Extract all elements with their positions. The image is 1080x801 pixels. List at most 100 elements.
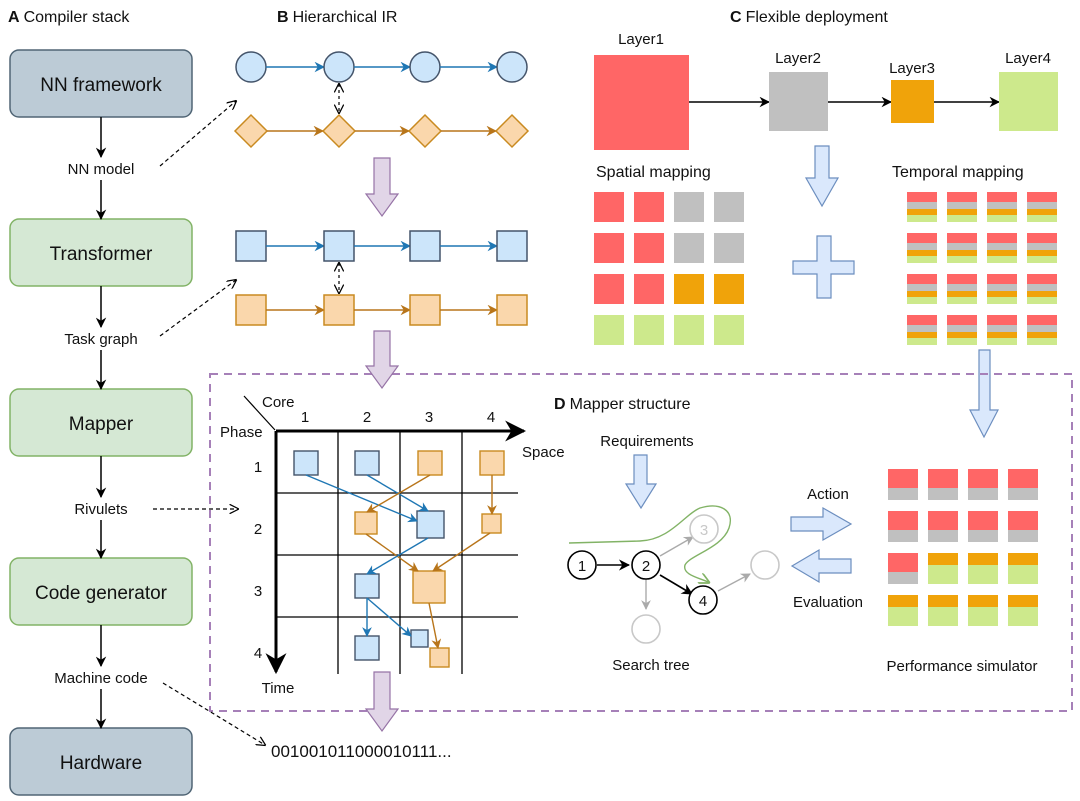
evaluation-arrow-icon (790, 548, 852, 584)
temporal-core-cell (947, 233, 977, 263)
plus-icon (792, 235, 855, 299)
layer2-slice (1027, 243, 1057, 250)
layer3-slice (947, 332, 977, 338)
down-arrow-icon (364, 671, 400, 733)
simulator-core-cell (1008, 553, 1038, 584)
layer2-slice (907, 284, 937, 291)
layer3-slice (888, 595, 918, 607)
nn-framework-box: NN framework (9, 49, 193, 118)
layer1-slice (928, 511, 958, 530)
spatial-core-cell (714, 274, 744, 304)
spatial-core-cell (674, 274, 704, 304)
layer4-slice (947, 215, 977, 222)
layer4-slice (1008, 607, 1038, 626)
core-number-4: 4 (487, 409, 495, 426)
layer2-slice (928, 488, 958, 500)
layer4-slice (1027, 297, 1057, 304)
layer4-slice (907, 215, 937, 222)
layer3-block (891, 80, 934, 123)
layer4-slice (1027, 215, 1057, 222)
hardware-label: Hardware (60, 753, 142, 774)
simulator-core-cell (888, 595, 918, 626)
code-generator-label: Code generator (35, 583, 168, 604)
temporal-core-cell (987, 233, 1017, 263)
layer3-slice (1027, 291, 1057, 297)
dependency-edge (366, 537, 429, 575)
layer2-slice (987, 202, 1017, 209)
layer1-slice (888, 553, 918, 572)
data-task (412, 570, 446, 604)
task-node (323, 294, 355, 326)
layer1-slice (1027, 274, 1057, 284)
machine-code-label: Machine code (54, 670, 147, 687)
tree-node-1 (567, 550, 597, 580)
layer4-slice (888, 607, 918, 626)
layer1-slice (888, 469, 918, 488)
simulator-core-cell (968, 469, 998, 500)
ir-op-node (409, 51, 441, 83)
space-axis-label: Space (522, 444, 565, 461)
action-label: Action (807, 486, 849, 503)
dependency-edge (366, 474, 431, 513)
tree-node-empty (631, 614, 661, 644)
layer3-slice (1027, 332, 1057, 338)
layer3-slice (987, 250, 1017, 256)
transformer-label: Transformer (50, 244, 153, 265)
layer1-slice (947, 274, 977, 284)
compute-task (293, 450, 319, 476)
spatial-core-cell (674, 315, 704, 345)
layer4-slice (928, 565, 958, 584)
layer2-block (769, 72, 828, 131)
layer3-slice (1008, 595, 1038, 607)
layer1-slice (987, 274, 1017, 284)
down-arrow-icon (364, 330, 400, 390)
layer1-slice (1027, 315, 1057, 325)
data-task (417, 450, 443, 476)
layer3-slice (928, 553, 958, 565)
layer4-block (999, 72, 1058, 131)
layer2-slice (888, 572, 918, 584)
tree-edge (659, 574, 693, 595)
down-arrow-icon (364, 157, 400, 218)
down-arrow-icon (624, 454, 658, 510)
task-node (235, 230, 267, 262)
temporal-core-cell (1027, 233, 1057, 263)
layer2-slice (907, 243, 937, 250)
data-task (481, 513, 502, 534)
compute-task (354, 450, 380, 476)
layer4-slice (947, 297, 977, 304)
layer1-slice (1027, 192, 1057, 202)
layer2-slice (1027, 325, 1057, 332)
layer1-label: Layer1 (618, 31, 664, 48)
temporal-core-cell (947, 315, 977, 345)
layer3-slice (968, 595, 998, 607)
spatial-core-cell (674, 233, 704, 263)
layer2-slice (1008, 530, 1038, 542)
layer3-slice (1008, 553, 1038, 565)
task-node (409, 230, 441, 262)
evaluation-label: Evaluation (793, 594, 863, 611)
temporal-core-cell (907, 233, 937, 263)
dependency-edge (305, 474, 418, 523)
task-graph-label: Task graph (64, 331, 137, 348)
simulator-core-cell (888, 469, 918, 500)
dependency-edge (366, 597, 412, 637)
layer1-slice (947, 315, 977, 325)
tree-node-4 (688, 585, 718, 615)
tree-edge (659, 536, 694, 557)
nn-model-label: NN model (68, 161, 135, 178)
layer2-slice (947, 325, 977, 332)
dependency-edge (365, 533, 419, 572)
down-arrow-icon (804, 145, 840, 208)
layer4-slice (928, 607, 958, 626)
search-path (568, 505, 731, 582)
mapper-box: Mapper (9, 388, 193, 457)
compute-task (354, 635, 380, 661)
task-node (323, 230, 355, 262)
layer3-slice (987, 332, 1017, 338)
core-axis-label: Core (262, 394, 295, 411)
